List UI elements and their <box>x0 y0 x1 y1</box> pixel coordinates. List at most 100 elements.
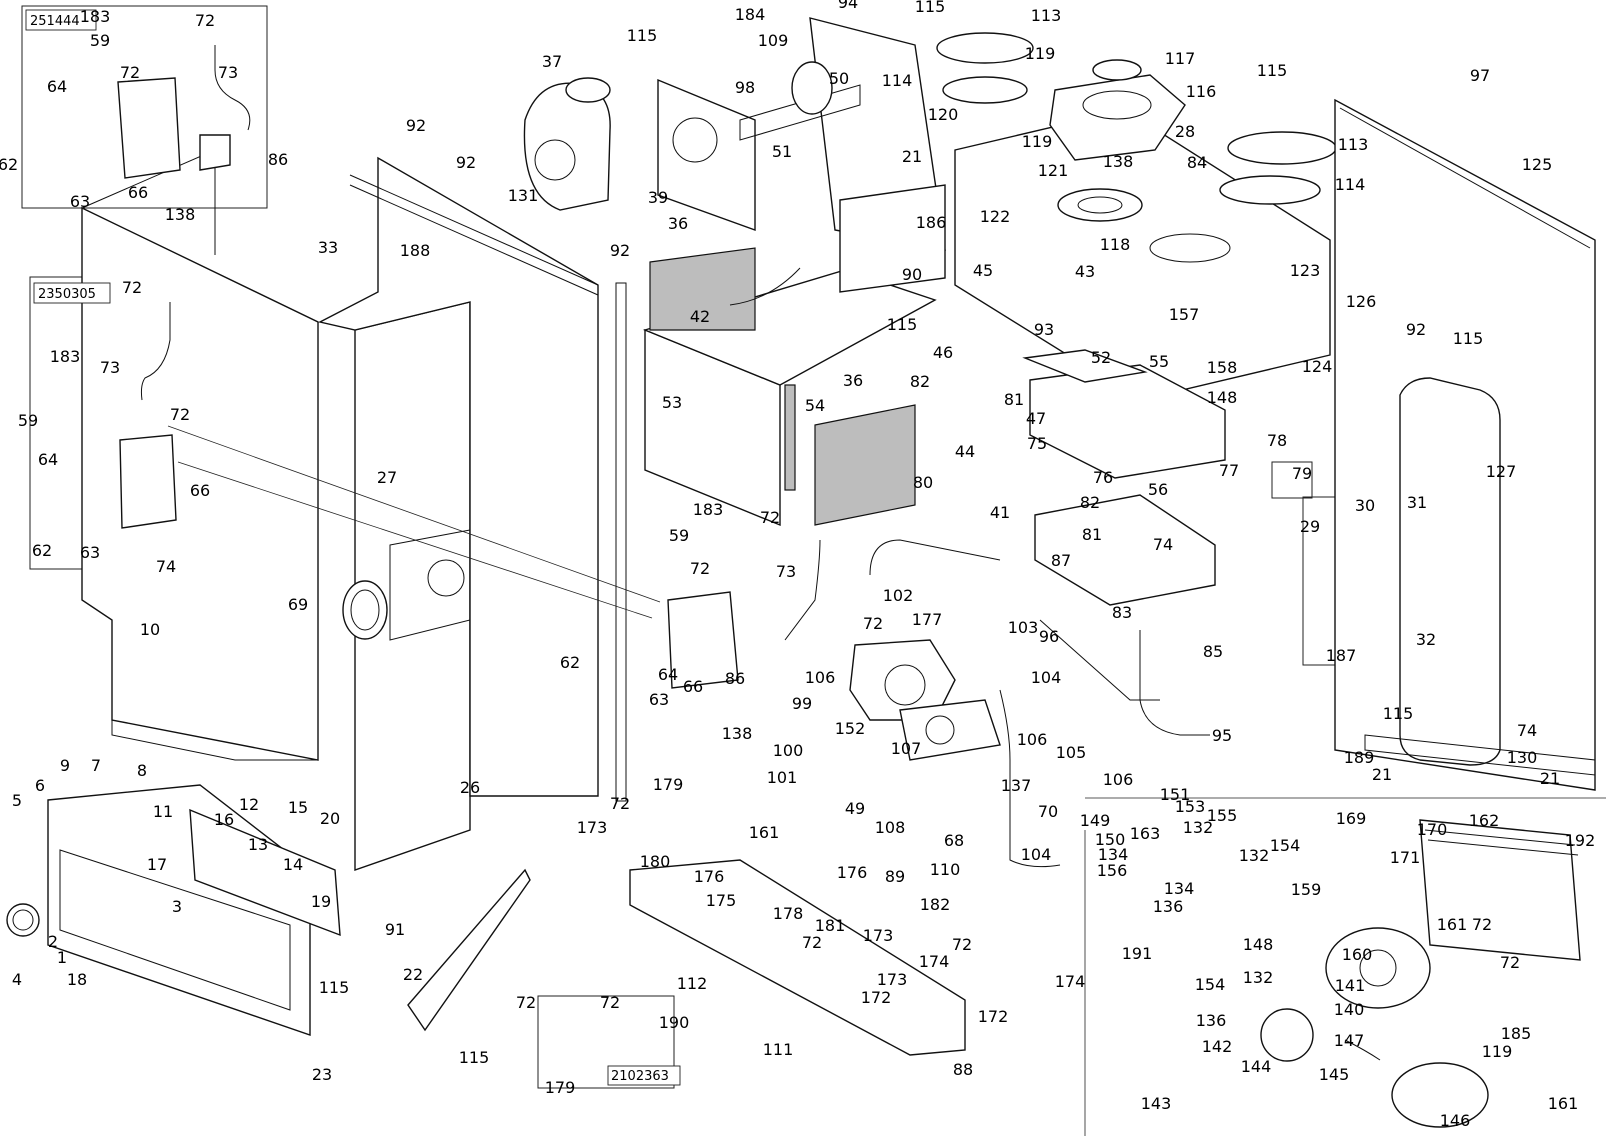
part-callout: 89 <box>885 867 905 886</box>
part-callout: 66 <box>683 677 703 696</box>
part-callout: 176 <box>694 867 725 886</box>
part-callout: 2 <box>48 932 58 951</box>
part-callout: 87 <box>1051 551 1071 570</box>
part-callout: 63 <box>80 543 100 562</box>
part-callout: 8 <box>137 761 147 780</box>
part-callout: 183 <box>50 347 81 366</box>
part-callout: 113 <box>1031 6 1062 25</box>
part-callout: 131 <box>508 186 539 205</box>
part-callout: 120 <box>928 105 959 124</box>
part-callout: 153 <box>1175 797 1206 816</box>
part-callout: 22 <box>403 965 423 984</box>
part-callout: 17 <box>147 855 167 874</box>
part-callout: 86 <box>725 669 745 688</box>
part-callout: 37 <box>542 52 562 71</box>
part-callout: 115 <box>915 0 946 16</box>
part-callout: 72 <box>195 11 215 30</box>
part-callout: 144 <box>1241 1057 1272 1076</box>
part-callout: 72 <box>610 794 630 813</box>
gas-valve-b <box>119 434 177 529</box>
part-callout: 62 <box>560 653 580 672</box>
part-callout: 113 <box>1338 135 1369 154</box>
gas-valve-main <box>667 591 739 689</box>
part-callout: 3 <box>172 897 182 916</box>
part-callout: 176 <box>837 863 868 882</box>
part-callout: 150 <box>1095 830 1126 849</box>
part-callout: 72 <box>120 63 140 82</box>
part-callout: 66 <box>128 183 148 202</box>
part-callout: 154 <box>1195 975 1226 994</box>
part-callout: 59 <box>669 526 689 545</box>
part-callout: 107 <box>891 739 922 758</box>
part-callout: 72 <box>600 993 620 1012</box>
insulation-strip <box>784 384 796 491</box>
part-callout: 13 <box>248 835 268 854</box>
part-callout: 173 <box>577 818 608 837</box>
part-callout: 100 <box>773 741 804 760</box>
code-labels: 251444 2350305 2102363 <box>25 9 681 1086</box>
insulation-panel-top <box>649 247 756 331</box>
inset-box-gas-valve-a <box>21 5 268 209</box>
part-callout: 149 <box>1080 811 1111 830</box>
part-callout: 53 <box>662 393 682 412</box>
part-callout: 84 <box>1187 153 1207 172</box>
part-callout: 119 <box>1022 132 1053 151</box>
part-callout: 72 <box>952 935 972 954</box>
drawing-linework <box>6 5 1606 1136</box>
part-callout: 49 <box>845 799 865 818</box>
part-callout: 30 <box>1355 496 1375 515</box>
part-callout: 136 <box>1196 1011 1227 1030</box>
part-callout: 174 <box>919 952 950 971</box>
part-callout: 39 <box>648 188 668 207</box>
part-callout: 152 <box>835 719 866 738</box>
part-callout: 138 <box>165 205 196 224</box>
part-callout: 140 <box>1334 1000 1365 1019</box>
part-callout: 163 <box>1130 824 1161 843</box>
expansion-vessel <box>1399 377 1501 766</box>
plate-heat-exchanger <box>1419 819 1581 961</box>
part-callout: 180 <box>640 852 671 871</box>
part-callout: 19 <box>311 892 331 911</box>
diverter-valve-cover <box>1391 1062 1489 1128</box>
part-callout: 99 <box>792 694 812 713</box>
part-callout: 123 <box>1290 261 1321 280</box>
part-callout: 115 <box>459 1048 490 1067</box>
part-callout: 137 <box>1001 776 1032 795</box>
part-callout: 74 <box>156 557 176 576</box>
part-callout: 81 <box>1082 525 1102 544</box>
burner <box>1034 494 1216 606</box>
part-callout: 115 <box>319 978 350 997</box>
part-callout: 115 <box>1383 704 1414 723</box>
part-callout: 52 <box>1091 348 1111 367</box>
part-callout: 92 <box>610 241 630 260</box>
part-callout: 59 <box>90 31 110 50</box>
flue-adapter <box>1092 59 1142 81</box>
part-callout: 80 <box>913 473 933 492</box>
part-callout: 86 <box>268 150 288 169</box>
part-callout: 23 <box>312 1065 332 1084</box>
part-callout: 182 <box>920 895 951 914</box>
part-callout: 21 <box>902 147 922 166</box>
part-callout: 172 <box>861 988 892 1007</box>
part-callout: 115 <box>1453 329 1484 348</box>
diaphragm <box>1260 1008 1314 1062</box>
part-callout: 50 <box>829 69 849 88</box>
part-callout: 136 <box>1153 897 1184 916</box>
part-callout: 147 <box>1334 1031 1365 1050</box>
part-callout: 75 <box>1027 434 1047 453</box>
part-callout: 106 <box>805 668 836 687</box>
part-callout: 175 <box>706 891 737 910</box>
part-callout: 116 <box>1186 82 1217 101</box>
part-callout: 183 <box>80 7 111 26</box>
part-callout: 155 <box>1207 806 1238 825</box>
part-callout: 72 <box>1500 953 1520 972</box>
heat-exchanger <box>1029 364 1226 479</box>
part-callout: 15 <box>288 798 308 817</box>
part-callout: 10 <box>140 620 160 639</box>
part-callout: 72 <box>122 278 142 297</box>
inset-box-sensor <box>1271 461 1313 499</box>
part-callout: 1 <box>57 948 67 967</box>
part-callout: 110 <box>930 860 961 879</box>
part-callout: 68 <box>944 831 964 850</box>
part-callout: 138 <box>1103 152 1134 171</box>
